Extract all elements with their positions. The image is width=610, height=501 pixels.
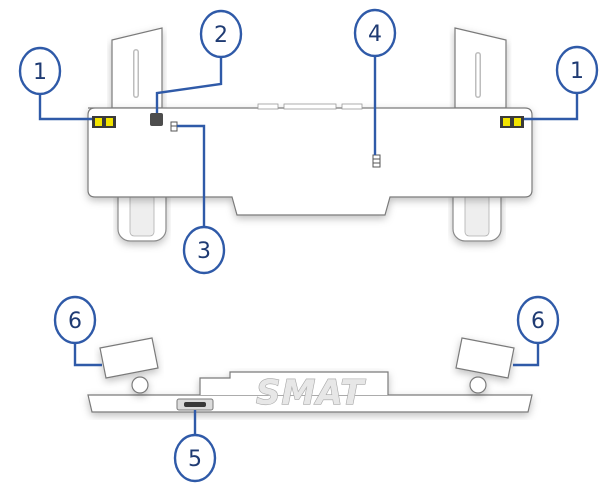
callout-6-left: 6: [53, 295, 97, 345]
leader-6-right: [513, 343, 540, 367]
callout-label: 4: [368, 22, 382, 47]
callout-3: 3: [182, 225, 226, 275]
leader-1-left: [38, 94, 92, 121]
small-connector: [170, 121, 178, 132]
callout-label: 1: [570, 59, 584, 84]
callout-5: 5: [173, 433, 217, 483]
right-mount-tab: [454, 27, 507, 109]
leader-6-left: [73, 343, 102, 367]
callout-6-right: 6: [516, 295, 560, 345]
callout-1-right: 1: [555, 45, 599, 95]
top-main-body: [87, 107, 533, 216]
smat-logo: SMAT: [256, 373, 366, 413]
push-button: [150, 113, 163, 126]
top-ridge-center: [283, 103, 337, 110]
callout-label: 6: [68, 309, 82, 334]
callout-label: 2: [214, 23, 228, 48]
callout-label: 5: [188, 447, 202, 472]
sensor-component: [372, 154, 381, 168]
callout-1-left: 1: [18, 46, 62, 96]
right-wing: [455, 337, 515, 394]
leader-3: [177, 124, 206, 228]
right-foot: [452, 184, 502, 242]
callout-4: 4: [353, 8, 397, 58]
callout-label: 1: [33, 60, 47, 85]
leader-lines: [38, 56, 579, 435]
top-view-device: [87, 27, 533, 242]
leader-1-right: [524, 93, 579, 121]
left-mount-tab: [111, 27, 163, 109]
callout-2: 2: [199, 9, 243, 59]
left-wing: [99, 337, 159, 394]
callout-label: 3: [197, 239, 211, 264]
callout-label: 6: [531, 309, 545, 334]
left-foot: [117, 184, 167, 242]
side-view-device: SMAT: [87, 337, 533, 414]
usb-port: [176, 398, 214, 411]
leader-2: [155, 57, 223, 113]
top-ridge-right: [341, 103, 363, 110]
top-ridge-left: [257, 103, 279, 110]
led-right: [500, 116, 524, 128]
led-left: [92, 116, 116, 128]
